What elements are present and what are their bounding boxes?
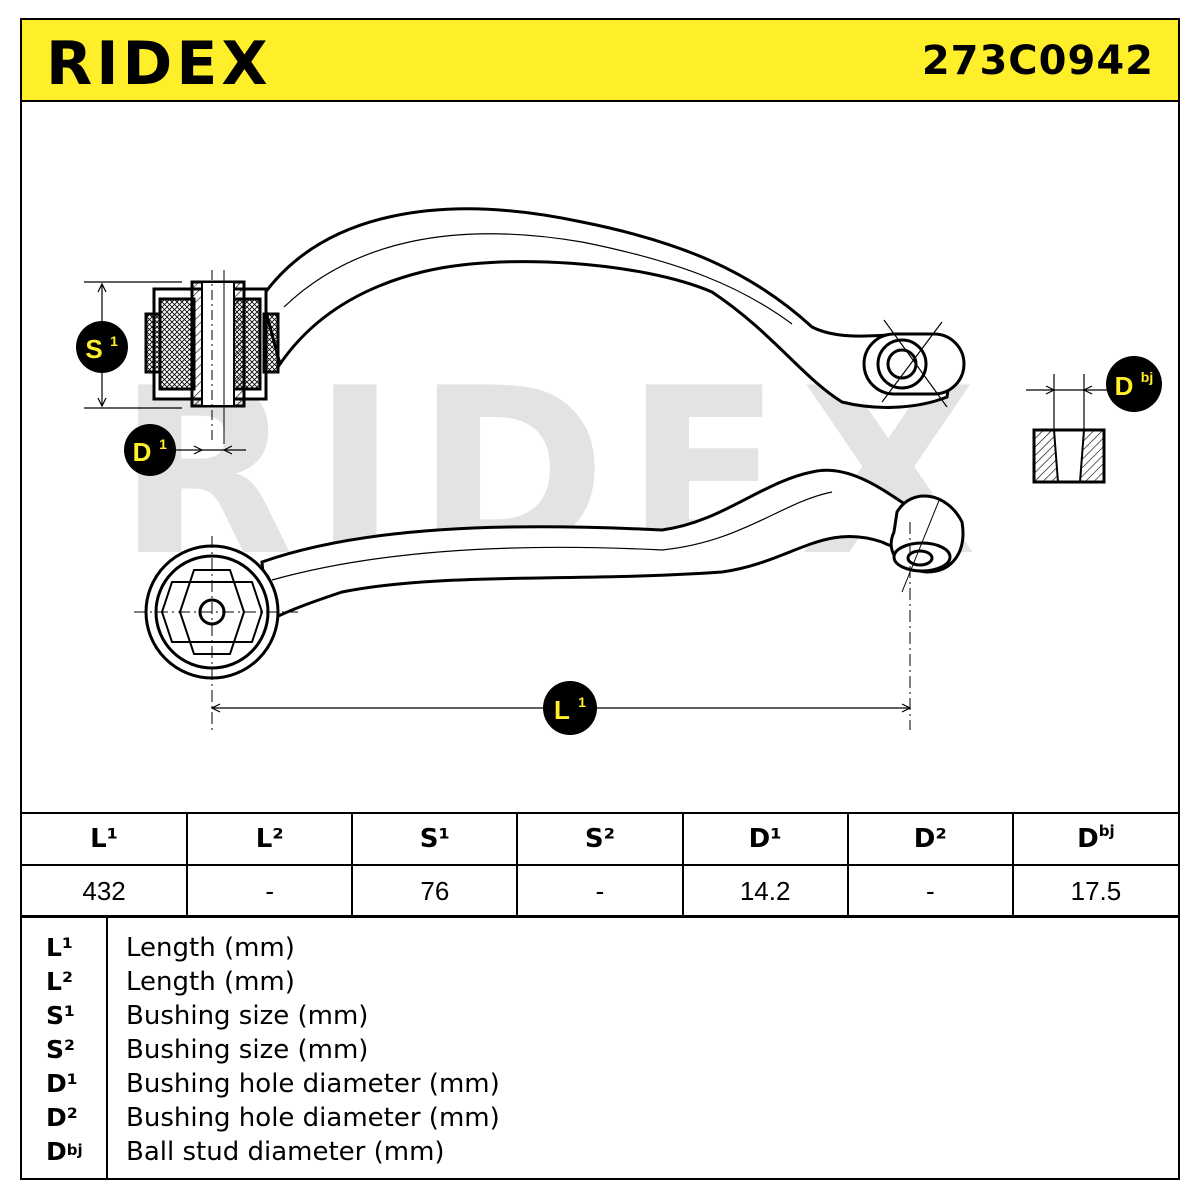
s1-callout: S 1 xyxy=(76,321,128,373)
svg-text:D: D xyxy=(133,437,152,467)
value-l1: 432 xyxy=(22,864,189,918)
svg-text:1: 1 xyxy=(578,694,586,710)
dbj-callout: D bj xyxy=(1106,356,1162,412)
spec-sheet: RIDEX 273C0942 RIDEX xyxy=(20,18,1180,1180)
legend: L¹ Length (mm) L² Length (mm) S¹ Bushing… xyxy=(22,915,1178,1180)
l1-callout: L 1 xyxy=(543,681,597,735)
spec-table: L¹ L² S¹ S² D¹ D² Dbj 432 - 76 - 14.2 - … xyxy=(22,812,1178,918)
d1-callout: D 1 xyxy=(124,424,176,476)
legend-item: D² Bushing hole diameter (mm) xyxy=(46,1103,500,1133)
header-l1: L¹ xyxy=(22,812,189,866)
value-d1: 14.2 xyxy=(681,864,849,918)
value-s1: 76 xyxy=(351,864,519,918)
ridex-logo: RIDEX xyxy=(46,30,272,92)
header-d2: D² xyxy=(846,812,1014,866)
value-s2: - xyxy=(516,864,684,918)
legend-item: L² Length (mm) xyxy=(46,967,295,997)
header-d1: D¹ xyxy=(681,812,849,866)
svg-text:D: D xyxy=(1115,371,1134,401)
legend-item: L¹ Length (mm) xyxy=(46,933,295,963)
lower-arm-view xyxy=(134,468,965,730)
legend-item: S¹ Bushing size (mm) xyxy=(46,1001,369,1031)
svg-text:bj: bj xyxy=(1141,369,1153,385)
header-s1: S¹ xyxy=(351,812,519,866)
value-l2: - xyxy=(186,864,354,918)
dbj-dimension xyxy=(1026,374,1112,430)
legend-item: Dbj Ball stud diameter (mm) xyxy=(46,1137,445,1167)
d1-dimension xyxy=(174,445,246,455)
bushing-section xyxy=(144,270,280,444)
upper-arm-view xyxy=(260,207,966,409)
value-dbj: 17.5 xyxy=(1011,864,1178,918)
part-number: 273C0942 xyxy=(921,38,1154,84)
header-s2: S² xyxy=(516,812,684,866)
ball-stud-section xyxy=(1032,428,1106,484)
legend-item: S² Bushing size (mm) xyxy=(46,1035,369,1065)
value-d2: - xyxy=(846,864,1014,918)
header-banner: RIDEX 273C0942 xyxy=(22,20,1178,102)
svg-text:L: L xyxy=(554,695,570,725)
svg-text:1: 1 xyxy=(159,436,167,452)
logo-text: RIDEX xyxy=(46,30,272,92)
legend-divider xyxy=(106,917,108,1180)
svg-text:1: 1 xyxy=(110,333,118,349)
technical-drawing: RIDEX xyxy=(76,207,1162,735)
header-l2: L² xyxy=(186,812,354,866)
spec-value-row: 432 - 76 - 14.2 - 17.5 xyxy=(22,864,1178,918)
spec-header-row: L¹ L² S¹ S² D¹ D² Dbj xyxy=(22,812,1178,866)
legend-item: D¹ Bushing hole diameter (mm) xyxy=(46,1069,500,1099)
header-dbj: Dbj xyxy=(1011,812,1178,866)
svg-text:S: S xyxy=(85,334,102,364)
